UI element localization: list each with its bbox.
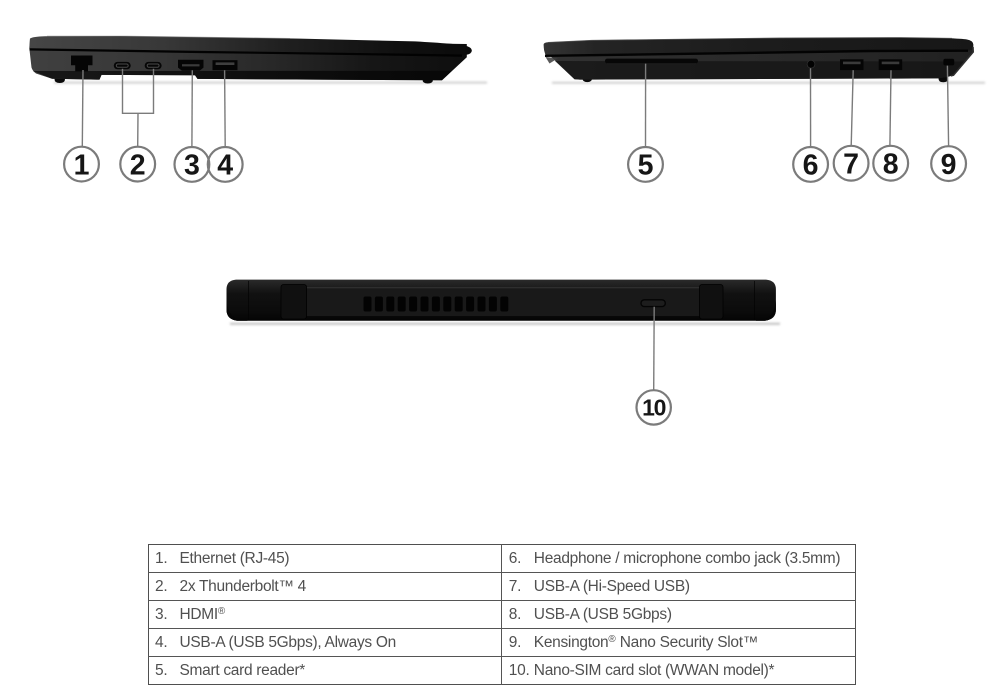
svg-text:9: 9	[941, 149, 957, 181]
svg-text:5: 5	[638, 150, 654, 182]
svg-text:6: 6	[803, 150, 819, 182]
svg-text:8: 8	[883, 149, 899, 181]
svg-text:3: 3	[184, 150, 200, 182]
svg-text:4: 4	[217, 150, 233, 182]
svg-text:1: 1	[74, 149, 90, 181]
svg-text:7: 7	[843, 149, 859, 181]
svg-text:2: 2	[130, 149, 146, 181]
svg-text:10: 10	[642, 395, 666, 421]
